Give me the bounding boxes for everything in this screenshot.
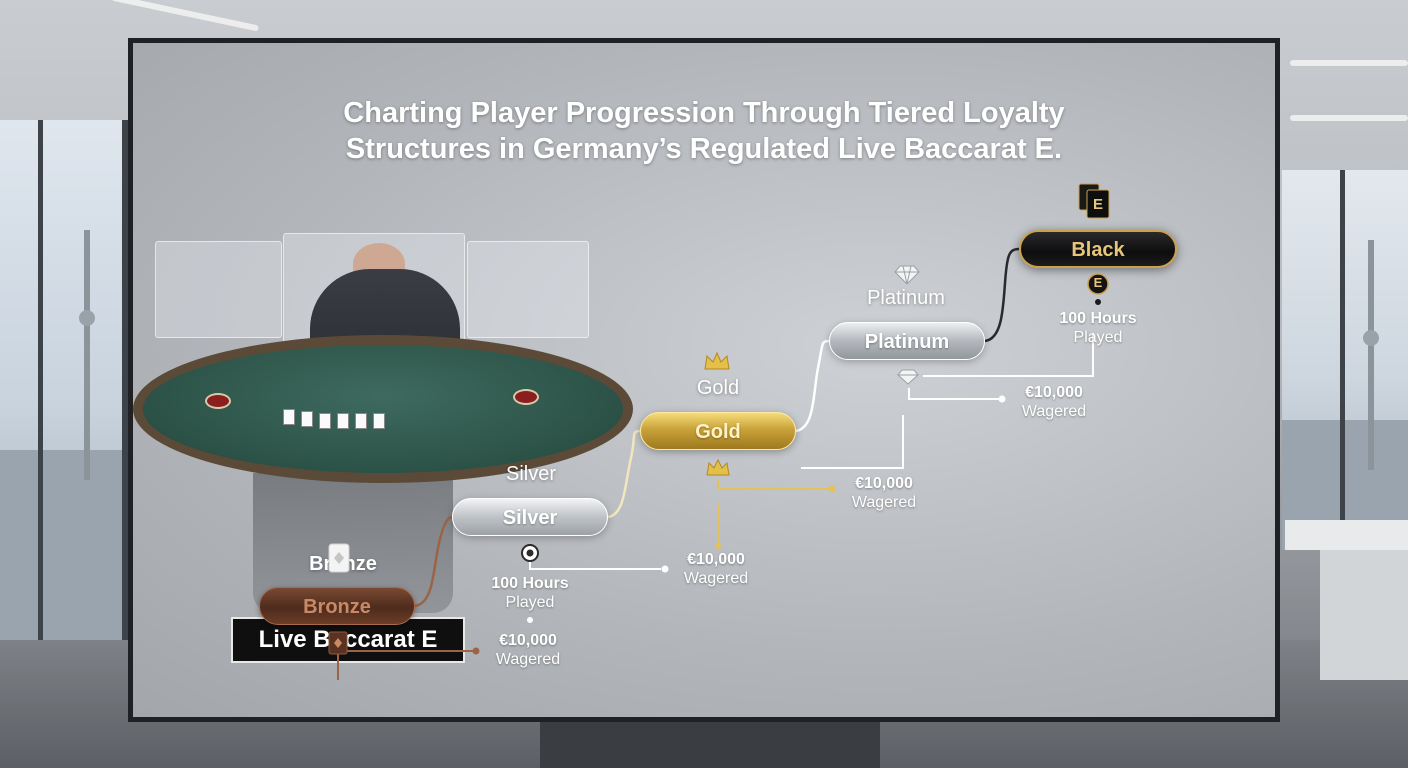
desk — [1285, 520, 1408, 550]
tier-heading-gold: Gold — [696, 377, 740, 399]
connector-node — [998, 395, 1006, 403]
chip-icon — [205, 393, 231, 409]
connector-node — [1095, 299, 1101, 305]
connector-node — [661, 565, 669, 573]
baccarat-table — [133, 335, 633, 483]
card-icon — [355, 413, 367, 429]
page-title: Charting Player Progression Through Tier… — [133, 95, 1275, 167]
e-token-icon: E — [1087, 273, 1109, 295]
display-screen: Charting Player Progression Through Tier… — [128, 38, 1280, 722]
ceiling-light — [1290, 115, 1408, 121]
card-icon — [319, 413, 331, 429]
card-icon — [373, 413, 385, 429]
connector-platinum-black-branch — [923, 333, 1094, 377]
ceiling-light — [111, 0, 259, 32]
req-silver-hours: 100 Hours Played — [475, 574, 585, 612]
chip-icon — [520, 543, 540, 563]
connector-bronze-silver — [414, 515, 453, 608]
crown-icon — [705, 458, 731, 478]
req-value: €10,000 — [499, 632, 557, 649]
chip-icon — [513, 389, 539, 405]
ceiling-light — [1290, 60, 1408, 66]
req-value: €10,000 — [855, 475, 913, 492]
card-icon — [301, 411, 313, 427]
cards-e-icon-label: E — [1092, 196, 1103, 213]
req-black-hours: 100 Hours Played — [1043, 309, 1153, 347]
connector-gold-req — [717, 480, 829, 490]
req-gold-wagered: €10,000 Wagered — [829, 474, 939, 512]
crown-icon — [703, 351, 731, 373]
tier-pill-label: Bronze — [303, 596, 371, 618]
req-unit: Wagered — [1021, 403, 1087, 420]
req-bronze-wagered: €10,000 Wagered — [473, 631, 583, 669]
connector-gold-platinum-branch — [801, 415, 904, 469]
tier-pill-silver[interactable]: Silver — [452, 498, 608, 536]
req-unit: Wagered — [683, 570, 749, 587]
req-unit: Played — [505, 594, 555, 611]
card-icon — [328, 543, 350, 573]
tier-pill-bronze[interactable]: Bronze — [259, 587, 415, 625]
diamond-icon — [896, 368, 920, 386]
req-unit: Wagered — [851, 494, 917, 511]
req-value: 100 Hours — [1059, 310, 1137, 327]
card-icon — [328, 631, 348, 655]
window-left — [0, 120, 130, 640]
table-label: Live Baccarat E — [231, 617, 465, 663]
connector-gold-platinum — [795, 339, 830, 433]
connector-silver-gold — [607, 429, 641, 519]
connector-platinum-black — [984, 247, 1020, 343]
tier-pill-label: Gold — [695, 421, 741, 443]
display-stand — [540, 722, 880, 768]
tier-pill-black[interactable]: Black — [1019, 230, 1177, 268]
tier-pill-gold[interactable]: Gold — [640, 412, 796, 450]
tier-heading-silver: Silver — [505, 463, 556, 485]
card-icon — [283, 409, 295, 425]
tier-pill-label: Silver — [502, 507, 558, 529]
connector-node — [527, 617, 533, 623]
hologram-panel — [155, 241, 282, 338]
req-unit: Wagered — [495, 651, 561, 668]
tier-pill-label: Platinum — [864, 331, 950, 353]
hologram-panel — [467, 241, 589, 338]
tier-heading-platinum: Platinum — [867, 287, 945, 309]
req-silver-wagered: €10,000 Wagered — [661, 550, 771, 588]
connector-node — [472, 647, 480, 655]
connector-platinum-req — [908, 388, 999, 400]
e-token-label: E — [1093, 275, 1103, 290]
connector-node — [715, 543, 721, 549]
cabinet — [1320, 550, 1408, 680]
cards-e-icon: E — [1075, 181, 1115, 221]
connector-silver-req — [529, 557, 661, 570]
diamond-icon — [893, 264, 921, 286]
window-right — [1282, 170, 1408, 550]
connector-lines — [337, 247, 1101, 680]
req-platinum-wagered: €10,000 Wagered — [999, 383, 1109, 421]
title-line: Structures in Germany’s Regulated Live B… — [345, 133, 1063, 165]
req-value: €10,000 — [1025, 384, 1083, 401]
req-value: 100 Hours — [491, 575, 569, 592]
title-line: Charting Player Progression Through Tier… — [343, 97, 1065, 129]
tier-pill-platinum[interactable]: Platinum — [829, 322, 985, 360]
req-value: €10,000 — [687, 551, 745, 568]
baccarat-table-illustration: Live Baccarat E — [133, 223, 653, 717]
tier-pill-label: Black — [1071, 239, 1125, 261]
connector-node — [828, 485, 836, 493]
req-unit: Played — [1073, 329, 1123, 346]
card-icon — [337, 413, 349, 429]
